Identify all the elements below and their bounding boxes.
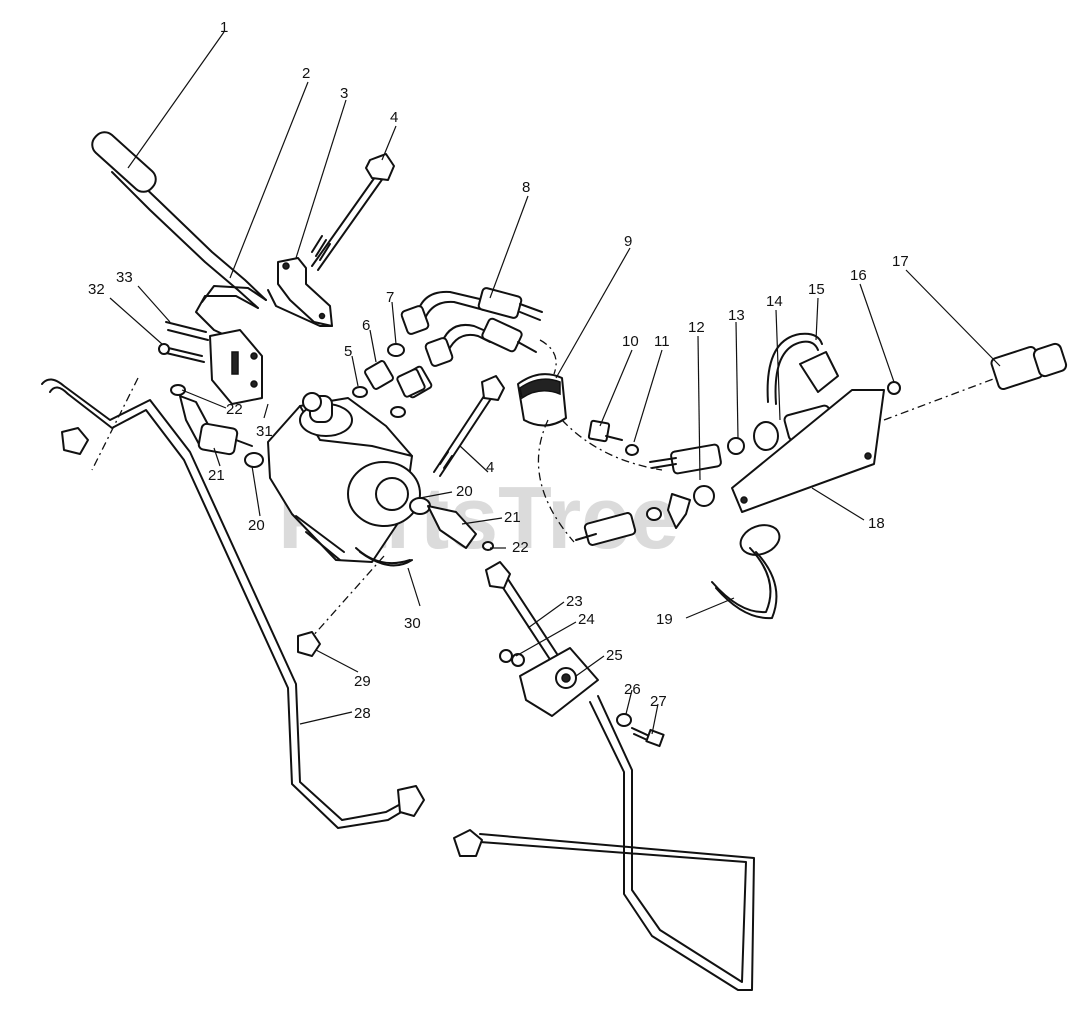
callout-25: 25: [606, 647, 623, 664]
callout-23: 23: [566, 593, 583, 610]
o-ring: [359, 551, 413, 567]
rod-28: [41, 378, 425, 829]
callout-7: 7: [386, 289, 394, 306]
callout-21-right: 21: [504, 509, 521, 526]
fittings-left: [170, 384, 264, 468]
callout-numbers: 1 2 3 4 4 5 6 7 8 9 10 11 12 13 14 15 16…: [88, 19, 909, 722]
pivot-bracket: [158, 321, 263, 405]
callout-15: 15: [808, 281, 825, 298]
coupler-group: [537, 419, 779, 546]
hose-cover: [517, 339, 567, 427]
callout-24: 24: [578, 611, 595, 628]
callout-11: 11: [654, 333, 670, 350]
callout-13: 13: [728, 307, 745, 324]
quick-coupler: [883, 342, 1068, 421]
callout-22-right: 22: [512, 539, 529, 556]
callout-31: 31: [256, 423, 273, 440]
callout-19: 19: [656, 611, 673, 628]
callout-32: 32: [88, 281, 105, 298]
callout-1: 1: [220, 19, 228, 36]
callout-33: 33: [116, 269, 133, 286]
callout-28: 28: [354, 705, 371, 722]
callout-21-left: 21: [208, 467, 225, 484]
valve-body: [267, 392, 421, 564]
callout-4-upper: 4: [390, 109, 398, 126]
callout-14: 14: [766, 293, 783, 310]
bolt-lower: [433, 375, 505, 477]
callout-18: 18: [868, 515, 885, 532]
callout-2: 2: [302, 65, 310, 82]
callout-20-left: 20: [248, 517, 265, 534]
leader-lines: [109, 31, 1001, 735]
control-lever: [91, 131, 267, 343]
bolt-upper: [311, 153, 395, 271]
fittings-right: [409, 497, 494, 551]
callout-29: 29: [354, 673, 371, 690]
callout-16: 16: [850, 267, 867, 284]
mount-plate: [731, 381, 901, 513]
callout-3: 3: [340, 85, 348, 102]
callout-22-left: 22: [226, 401, 243, 418]
callout-4-lower: 4: [486, 459, 494, 476]
callout-30: 30: [404, 615, 421, 632]
callout-27: 27: [650, 693, 667, 710]
callout-26: 26: [624, 681, 641, 698]
callout-17: 17: [892, 253, 909, 270]
callout-8: 8: [522, 179, 530, 196]
hydraulic-hoses: [396, 287, 543, 398]
dust-cap: [711, 524, 781, 620]
callout-6: 6: [362, 317, 370, 334]
callout-9: 9: [624, 233, 632, 250]
rod-bottom: [453, 695, 755, 991]
callout-5: 5: [344, 343, 352, 360]
clamp-block: [499, 647, 665, 748]
callout-12: 12: [688, 319, 705, 336]
bracket: [267, 257, 333, 327]
callout-10: 10: [622, 333, 639, 350]
callout-20-right: 20: [456, 483, 473, 500]
